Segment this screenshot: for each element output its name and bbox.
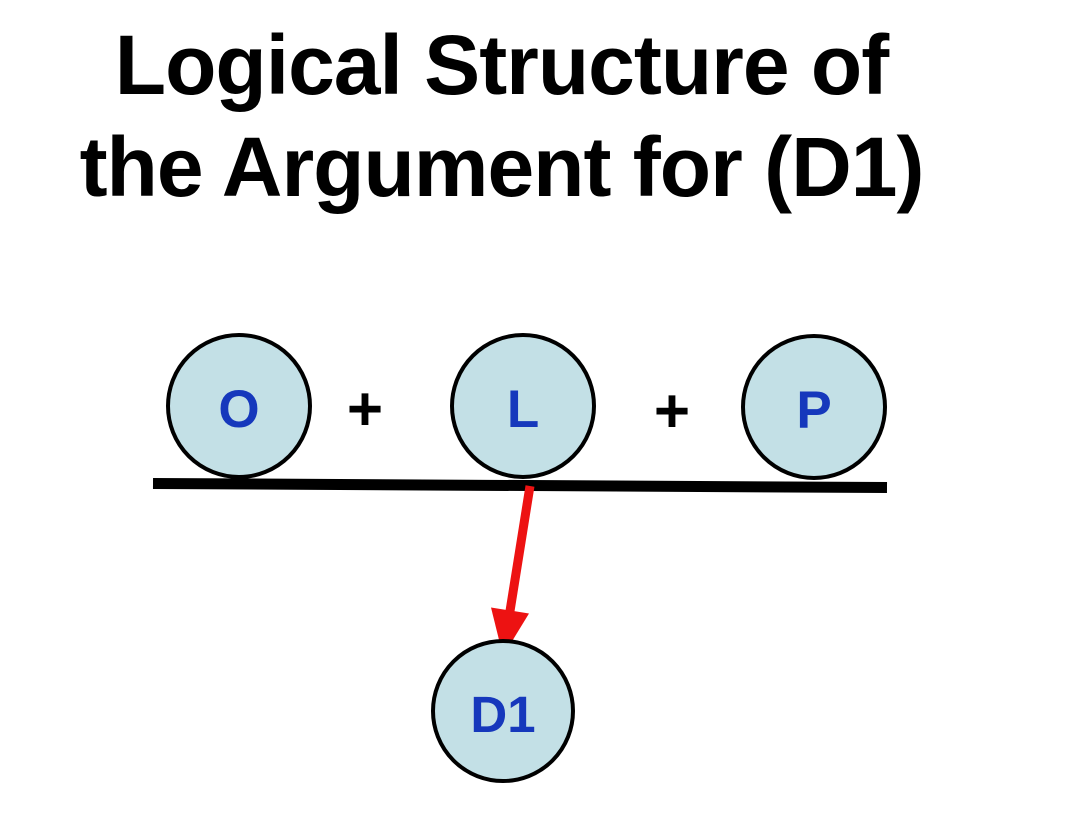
node-O-label: O bbox=[218, 379, 260, 439]
node-L: L bbox=[450, 333, 596, 479]
plus-operator-2: + bbox=[653, 377, 691, 446]
node-O: O bbox=[166, 333, 312, 479]
support-arrow bbox=[491, 485, 535, 656]
node-L-label: L bbox=[506, 379, 540, 439]
arrow-shaft bbox=[505, 485, 535, 612]
title-line-2: the Argument for (D1) bbox=[79, 120, 925, 214]
node-P-label: P bbox=[796, 380, 832, 440]
node-D1-label: D1 bbox=[470, 685, 536, 743]
slide-title: Logical Structure of the Argument for (D… bbox=[0, 14, 1038, 218]
plus-operator-1: + bbox=[346, 375, 384, 444]
node-D1: D1 bbox=[431, 639, 575, 783]
node-P: P bbox=[741, 334, 887, 480]
inference-base-line bbox=[152, 478, 888, 493]
title-line-1: Logical Structure of bbox=[114, 18, 889, 112]
